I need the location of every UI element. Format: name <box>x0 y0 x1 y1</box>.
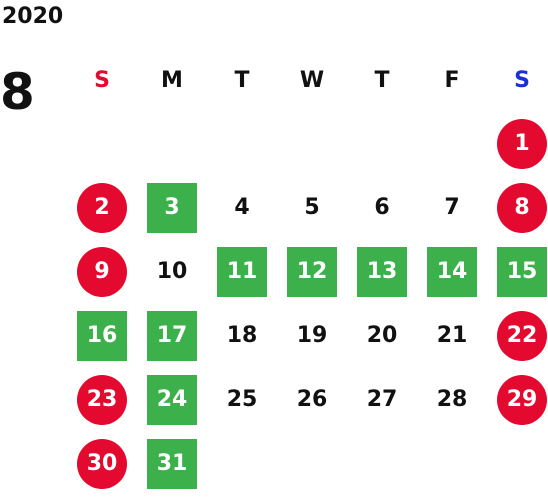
weekday-header: T <box>374 67 390 93</box>
day-number: 27 <box>366 387 398 412</box>
calendar-month: 8 <box>0 63 35 121</box>
day-number-highlighted: 17 <box>147 311 197 361</box>
day-cell[interactable]: 4 <box>207 176 277 240</box>
day-cell[interactable]: 24 <box>137 368 207 432</box>
day-cell[interactable]: 19 <box>277 304 347 368</box>
day-number-holiday: 23 <box>77 375 127 425</box>
weekday-header: S <box>94 67 110 93</box>
day-cell[interactable]: 18 <box>207 304 277 368</box>
day-number-highlighted: 3 <box>147 183 197 233</box>
day-number: 4 <box>234 195 250 220</box>
weekday-header: F <box>444 67 460 93</box>
day-cell[interactable]: 23 <box>67 368 137 432</box>
day-cell[interactable]: 30 <box>67 432 137 496</box>
day-number-highlighted: 12 <box>287 247 337 297</box>
day-cell[interactable]: 26 <box>277 368 347 432</box>
day-cell[interactable]: 31 <box>137 432 207 496</box>
weekday-header: T <box>234 67 250 93</box>
weekday-header: M <box>161 67 183 93</box>
day-cell[interactable]: 25 <box>207 368 277 432</box>
day-number-holiday: 30 <box>77 439 127 489</box>
day-number-holiday: 9 <box>77 247 127 297</box>
day-number: 20 <box>366 323 398 348</box>
day-cell[interactable]: 10 <box>137 240 207 304</box>
day-cell[interactable]: 12 <box>277 240 347 304</box>
day-number-highlighted: 14 <box>427 247 477 297</box>
day-cell[interactable]: 5 <box>277 176 347 240</box>
day-number-holiday: 1 <box>497 119 547 169</box>
day-number-highlighted: 13 <box>357 247 407 297</box>
day-cell[interactable]: 8 <box>487 176 548 240</box>
day-cell[interactable]: 1 <box>487 112 548 176</box>
day-number-highlighted: 31 <box>147 439 197 489</box>
day-number-holiday: 8 <box>497 183 547 233</box>
day-number-holiday: 2 <box>77 183 127 233</box>
day-cell[interactable]: 21 <box>417 304 487 368</box>
day-number: 6 <box>374 195 390 220</box>
day-number-highlighted: 16 <box>77 311 127 361</box>
day-cell[interactable]: 9 <box>67 240 137 304</box>
weekday-header: S <box>514 67 530 93</box>
day-number-highlighted: 15 <box>497 247 547 297</box>
day-number-holiday: 29 <box>497 375 547 425</box>
day-cell[interactable]: 2 <box>67 176 137 240</box>
day-cell[interactable]: 20 <box>347 304 417 368</box>
day-cell[interactable]: 13 <box>347 240 417 304</box>
day-cell[interactable]: 27 <box>347 368 417 432</box>
day-cell[interactable]: 29 <box>487 368 548 432</box>
day-number: 7 <box>444 195 460 220</box>
day-cell[interactable]: 17 <box>137 304 207 368</box>
day-number: 19 <box>296 323 328 348</box>
day-number: 5 <box>304 195 320 220</box>
day-number: 10 <box>156 259 188 284</box>
day-number: 26 <box>296 387 328 412</box>
day-cell[interactable]: 3 <box>137 176 207 240</box>
weekday-header: W <box>299 67 325 93</box>
day-number: 25 <box>226 387 258 412</box>
day-number-holiday: 22 <box>497 311 547 361</box>
day-number-highlighted: 11 <box>217 247 267 297</box>
day-number: 28 <box>436 387 468 412</box>
day-cell[interactable]: 16 <box>67 304 137 368</box>
day-cell[interactable]: 7 <box>417 176 487 240</box>
day-cell[interactable]: 6 <box>347 176 417 240</box>
day-cell[interactable]: 14 <box>417 240 487 304</box>
day-cell[interactable]: 28 <box>417 368 487 432</box>
day-cell[interactable]: 22 <box>487 304 548 368</box>
day-number: 21 <box>436 323 468 348</box>
calendar-year: 2020 <box>2 4 64 29</box>
day-cell[interactable]: 11 <box>207 240 277 304</box>
day-cell[interactable]: 15 <box>487 240 548 304</box>
day-number-highlighted: 24 <box>147 375 197 425</box>
day-number: 18 <box>226 323 258 348</box>
